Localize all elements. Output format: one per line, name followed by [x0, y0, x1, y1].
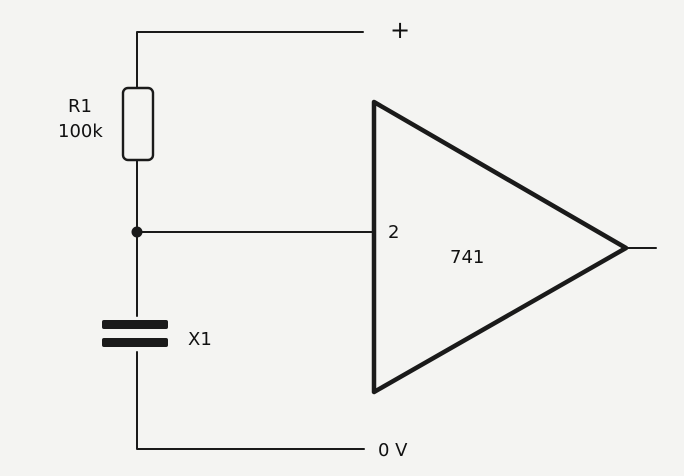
resistor-designator-label: R1: [68, 96, 92, 117]
ground-rail-wire: [136, 351, 365, 450]
positive-supply-label: +: [390, 16, 410, 44]
resistor-value-label: 100k: [58, 121, 103, 142]
crystal-x1-plate-top: [102, 320, 168, 329]
ground-label: 0 V: [378, 440, 408, 461]
crystal-x1-plate-bottom: [102, 338, 168, 347]
junction-node: [131, 226, 143, 238]
opamp-741-symbol: [371, 99, 629, 395]
positive-rail-wire: [136, 31, 364, 89]
opamp-input-pin-label: 2: [388, 222, 399, 243]
opamp-part-number-label: 741: [450, 247, 484, 268]
crystal-designator-label: X1: [188, 329, 212, 350]
